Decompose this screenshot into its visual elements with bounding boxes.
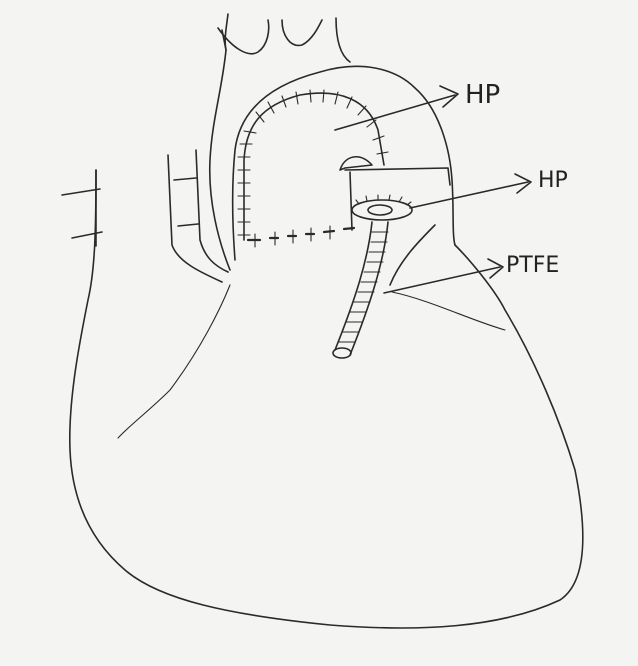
- pulmonary-trunk-upper: [345, 168, 450, 185]
- pulmonary-vein-left-2: [62, 189, 100, 195]
- anastomosis-ring: [352, 200, 412, 220]
- lower-suture-dashes: [248, 228, 354, 240]
- right-ventricle-edge: [392, 292, 505, 330]
- label-ptfe: PTFE: [506, 253, 559, 278]
- ptfe-graft-rings: [338, 232, 388, 342]
- arch-vessel-2: [282, 20, 322, 45]
- ptfe-graft-end: [333, 348, 351, 358]
- suture-ticks-arc: [256, 90, 388, 154]
- label-hp-aorta: HP: [465, 80, 500, 110]
- label-hp-pulmonary: HP: [538, 168, 568, 193]
- pulmonary-trunk-left: [350, 172, 352, 230]
- interventricular-groove: [118, 285, 230, 438]
- anastomosis-inner: [368, 205, 392, 215]
- ascending-aorta-left: [210, 30, 230, 270]
- ptfe-graft-left: [335, 222, 372, 350]
- heart-outline: [70, 170, 583, 628]
- arch-vessel-4: [225, 14, 228, 50]
- arrow-hp-pulmonary: [410, 174, 531, 208]
- pulmonary-trunk-right: [390, 225, 435, 285]
- pulmonary-vein-left-5: [178, 224, 198, 226]
- lower-suture-ticks: [255, 226, 330, 247]
- pulmonary-vein-left-4: [174, 178, 196, 180]
- pulmonary-vein-left-3: [72, 232, 102, 238]
- arch-vessel-3: [336, 18, 350, 62]
- pulmonary-trunk-flap: [340, 157, 372, 170]
- suture-ticks-vertical: [238, 131, 256, 235]
